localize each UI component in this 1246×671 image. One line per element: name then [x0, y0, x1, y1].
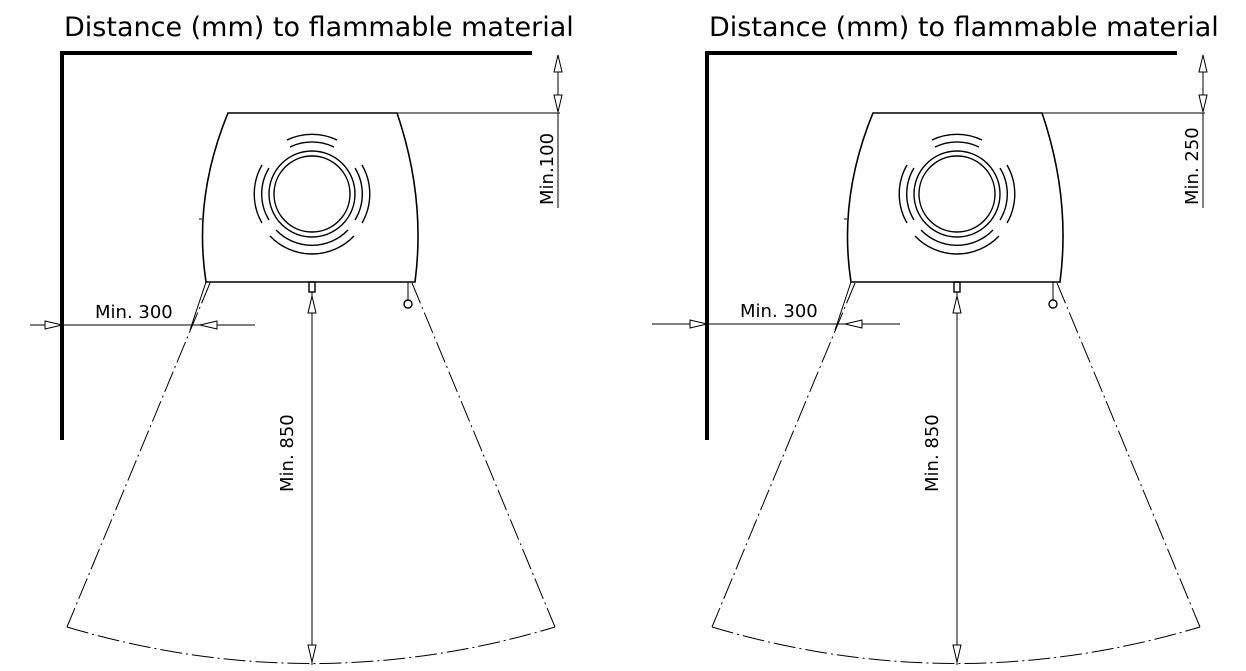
vent-slot-top-inner	[289, 141, 335, 148]
arrow-icon	[553, 94, 563, 113]
zone-edge-right	[1056, 282, 1201, 628]
arrow-icon	[307, 644, 317, 663]
flue-inner-ring	[273, 155, 351, 233]
wall-corner	[705, 51, 1177, 440]
vent-slot-bottom	[914, 235, 1000, 255]
vent-slot-right	[361, 164, 371, 224]
side-clearance-label: Min. 300	[95, 302, 173, 323]
stove-body	[201, 112, 419, 283]
door-handle	[308, 281, 316, 293]
panel-title: Distance (mm) to flammable material	[64, 12, 574, 43]
vent-slot-bottom-inner	[920, 229, 994, 247]
vent-slot-left-inner	[906, 167, 915, 221]
zone-edge-left	[711, 282, 856, 628]
arrow-icon	[199, 320, 218, 330]
arrow-icon	[553, 54, 563, 73]
front-clearance-label: Min. 850	[922, 414, 943, 492]
vent-slot-right-inner	[354, 167, 363, 221]
vent-slot-bottom	[269, 235, 355, 255]
arrow-icon	[1198, 94, 1208, 113]
vent-slot-bottom-inner	[275, 229, 349, 247]
vent-slot-top-inner	[934, 141, 980, 148]
arrow-icon	[689, 319, 708, 329]
vent-slot-left	[253, 164, 263, 224]
flue-outer-ring	[268, 150, 356, 238]
arrow-icon	[44, 320, 63, 330]
zone-edge-left	[66, 282, 211, 628]
zone-edge-right	[411, 282, 556, 628]
side-clearance-label: Min. 300	[740, 301, 818, 322]
vent-slot-top	[931, 133, 983, 141]
arrow-icon	[952, 644, 962, 663]
flue-outer-ring	[913, 150, 1001, 238]
arrow-icon	[844, 319, 863, 329]
vent-slot-right	[1006, 164, 1016, 224]
stove-body	[846, 112, 1064, 283]
stove-side-line	[834, 281, 852, 331]
arrow-icon	[307, 295, 317, 314]
vent-slot-right-inner	[999, 167, 1008, 221]
vent-slot-top	[286, 133, 338, 141]
arrow-icon	[952, 295, 962, 314]
panel-right: Distance (mm) to flammable material Min.…	[652, 12, 1219, 665]
panel-left: Distance (mm) to flammable material Min.…	[30, 12, 574, 665]
zone-front-arc	[711, 626, 1201, 664]
stove	[189, 112, 419, 331]
stove	[834, 112, 1064, 331]
back-clearance-label: Min.100	[537, 133, 558, 205]
door-handle	[953, 281, 961, 293]
panel-title: Distance (mm) to flammable material	[709, 12, 1219, 43]
arrow-icon	[1198, 54, 1208, 73]
knob-icon	[403, 299, 413, 309]
wall-corner	[60, 51, 532, 440]
front-clearance-label: Min. 850	[277, 414, 298, 492]
back-clearance-label: Min. 250	[1182, 127, 1203, 205]
zone-front-arc	[66, 626, 556, 664]
stove-side-line	[189, 281, 207, 331]
vent-slot-left	[898, 164, 908, 224]
knob-icon	[1048, 299, 1058, 309]
flue-inner-ring	[918, 155, 996, 233]
vent-slot-left-inner	[261, 167, 270, 221]
